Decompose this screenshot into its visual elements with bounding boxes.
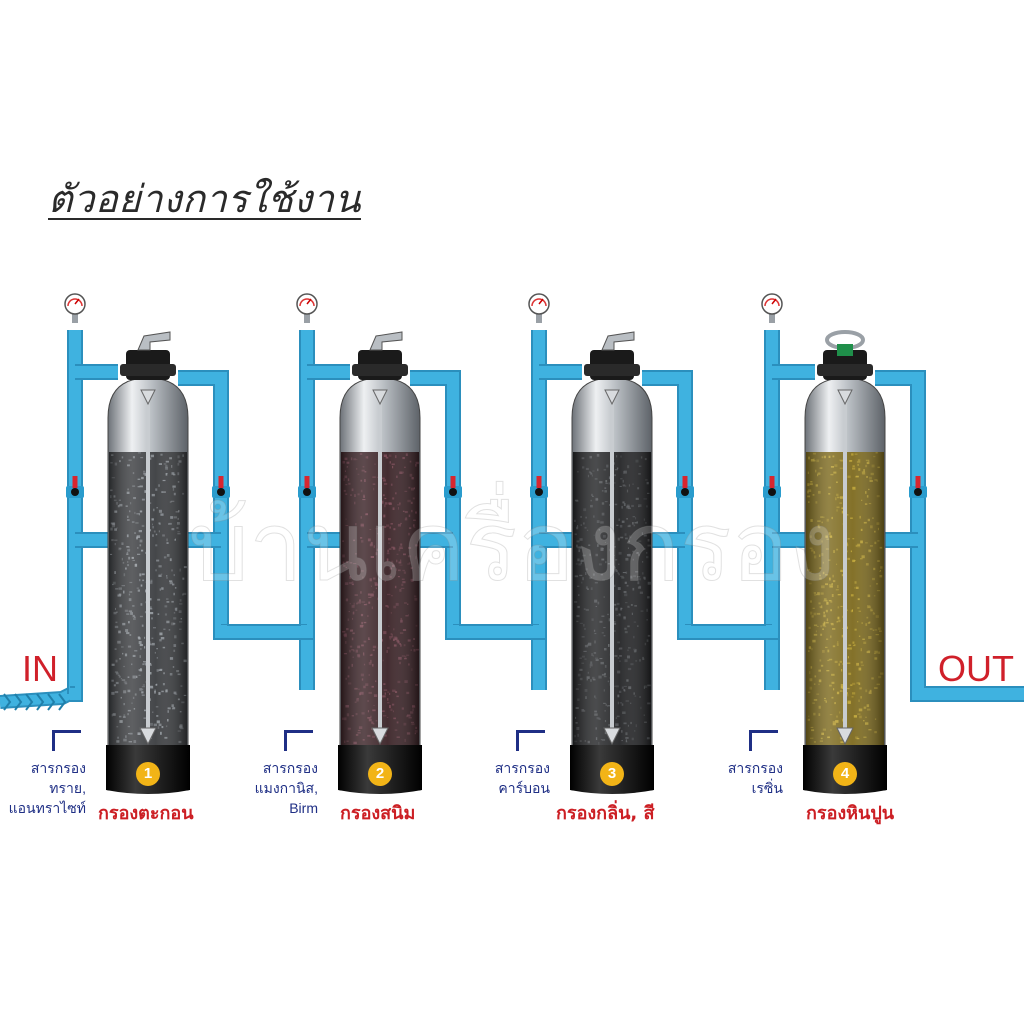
filter-media-label-4: สารกรองเรซิ่น [703, 758, 783, 798]
outlet-pipe [912, 625, 1024, 700]
bottom-strainer-1 [139, 727, 157, 746]
media-line: สารกรอง [727, 760, 783, 776]
inlet-ball-valve-2 [298, 476, 316, 498]
inlet-ball-valve-3 [530, 476, 548, 498]
top-strainer-4 [837, 389, 853, 406]
inlet-ball-valve-4 [763, 476, 781, 498]
filter-media-label-2: สารกรองแมงกานิส, Birm [238, 758, 318, 818]
outlet-ball-valve-3 [676, 476, 694, 498]
media-bracket-icon [516, 730, 545, 751]
filter-number-badge: 2 [368, 762, 392, 786]
page-title: ตัวอย่างการใช้งาน [48, 177, 361, 221]
pressure-gauge-1 [64, 293, 86, 323]
filter-name-4: กรองหินปูน [806, 803, 895, 824]
inlet-ball-valve-1 [66, 476, 84, 498]
watermark: บ้านเครื่องกรอง [188, 481, 836, 603]
filter-number-badge: 1 [136, 762, 160, 786]
media-line: แมงกานิส, [254, 780, 318, 796]
transfer-pipe-3-to-4 [679, 625, 778, 638]
transfer-pipe-1-to-2 [215, 625, 313, 638]
filter-tank-1 [106, 331, 190, 794]
filter-tank-3 [570, 331, 654, 794]
filter-number-badge: 3 [600, 762, 624, 786]
inlet-label: IN [22, 648, 58, 689]
control-valve-2 [352, 331, 408, 380]
media-line: สารกรอง [262, 760, 318, 776]
pressure-gauge-4 [761, 293, 783, 323]
control-valve-4 [817, 330, 873, 380]
bottom-strainer-2 [371, 727, 389, 746]
transfer-pipe-2-to-3 [447, 625, 545, 638]
media-line: ทราย, [49, 780, 86, 796]
media-bracket-icon [284, 730, 313, 751]
filter-name-3: กรองกลิ่น, สี [556, 803, 655, 824]
pressure-gauge-2 [296, 293, 318, 323]
pressure-gauge-3 [528, 293, 550, 323]
media-line: สารกรอง [30, 760, 86, 776]
outlet-label: OUT [938, 648, 1014, 689]
outlet-ball-valve-4 [909, 476, 927, 498]
media-bracket-icon [52, 730, 81, 751]
control-valve-1 [120, 331, 176, 380]
media-line: Birm [289, 800, 318, 816]
media-line: คาร์บอน [498, 780, 550, 796]
media-line: เรซิ่น [751, 780, 783, 796]
media-line: แอนทราไซท์ [8, 800, 86, 816]
outlet-ball-valve-1 [212, 476, 230, 498]
top-strainer-1 [140, 389, 156, 406]
outlet-ball-valve-2 [444, 476, 462, 498]
filter-tank-4 [803, 330, 887, 794]
top-strainer-2 [372, 389, 388, 406]
filter-tank-2 [338, 331, 422, 794]
filter-name-1: กรองตะกอน [98, 803, 194, 824]
filter-media-label-1: สารกรองทราย, แอนทราไซท์ [6, 758, 86, 818]
bottom-strainer-4 [836, 727, 854, 746]
valve-lever-1 [137, 331, 171, 351]
media-bracket-icon [749, 730, 778, 751]
bottom-strainer-3 [603, 727, 621, 746]
inlet-hose [0, 685, 78, 711]
filter-number-badge: 4 [833, 762, 857, 786]
valve-lever-2 [369, 331, 403, 351]
top-strainer-3 [604, 389, 620, 406]
inlet-connection [69, 688, 81, 700]
control-valve-3 [584, 331, 640, 380]
filter-media-label-3: สารกรองคาร์บอน [470, 758, 550, 798]
valve-lever-3 [601, 331, 635, 351]
media-line: สารกรอง [494, 760, 550, 776]
filter-name-2: กรองสนิม [340, 803, 416, 824]
